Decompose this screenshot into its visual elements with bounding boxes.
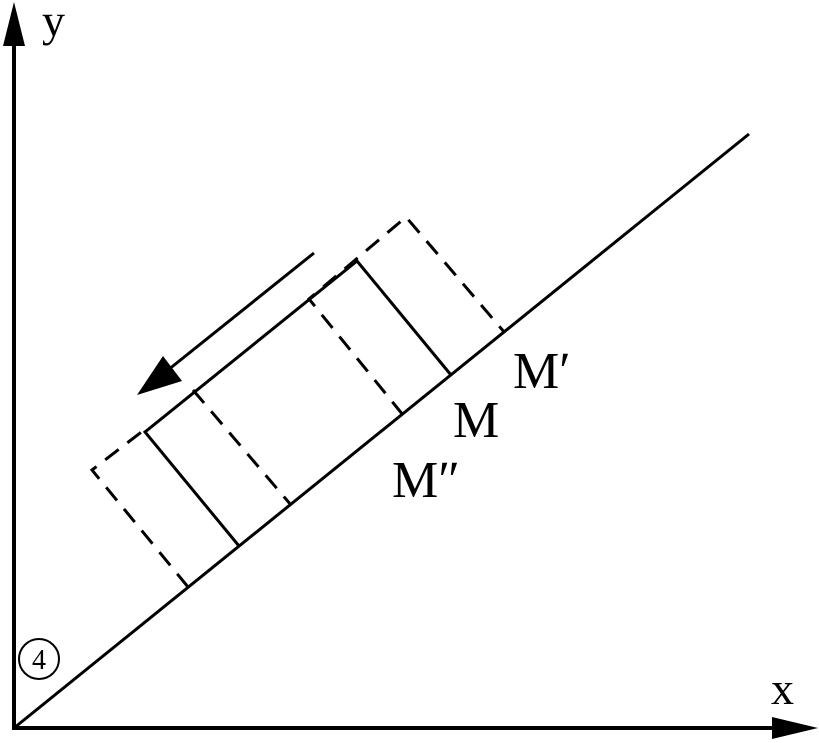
y-axis-label: y	[42, 0, 65, 46]
incline-line	[13, 132, 750, 730]
y-axis-arrowhead	[3, 2, 25, 46]
dashed-element-lower-right	[191, 389, 293, 506]
label-m-double-prime: M″	[392, 452, 460, 509]
label-m: M	[453, 392, 499, 449]
dashed-element-upper	[306, 214, 507, 416]
x-axis-label: x	[771, 663, 794, 714]
motion-arrow-shaft	[167, 251, 315, 372]
x-axis-arrowhead	[772, 717, 818, 739]
figure-number-circle	[18, 638, 60, 680]
figure-number: 4	[32, 645, 46, 676]
dashed-element-lower	[89, 428, 190, 588]
motion-arrow-head	[137, 356, 182, 395]
label-m-prime: M′	[513, 343, 571, 400]
solid-element-outline	[142, 258, 453, 547]
